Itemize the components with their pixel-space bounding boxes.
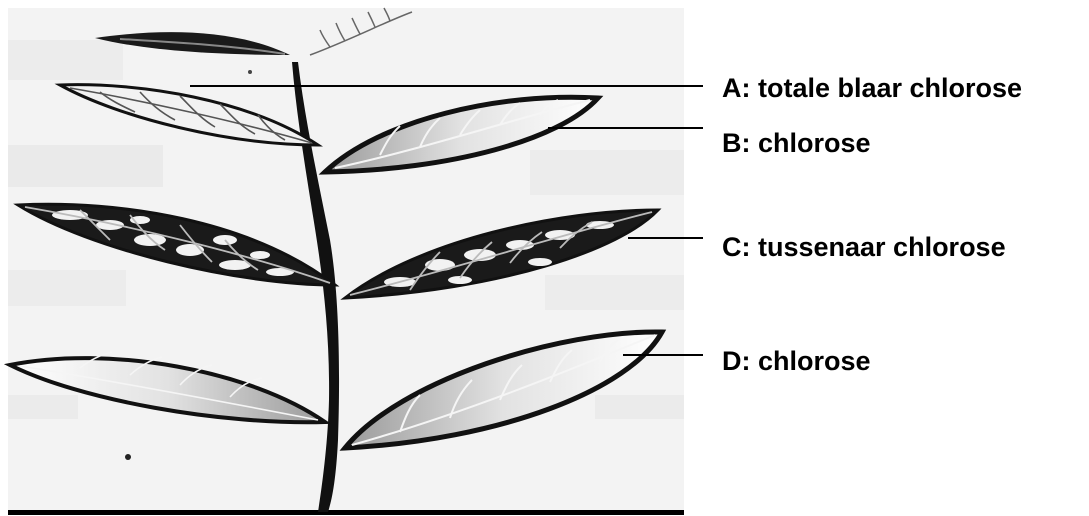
figure-patch xyxy=(8,145,163,187)
figure-patch xyxy=(545,275,684,310)
speck xyxy=(248,70,252,74)
figure-patch xyxy=(595,395,684,419)
label-b-chlorosis: B: chlorose xyxy=(722,130,871,157)
label-d-chlorosis: D: chlorose xyxy=(722,348,871,375)
label-a-total-leaf-chlorosis: A: totale blaar chlorose xyxy=(722,75,1022,102)
figure-background xyxy=(8,8,684,514)
label-c-interveinal-chlorosis: C: tussenaar chlorose xyxy=(722,234,1006,261)
speck xyxy=(125,454,131,460)
figure-patch xyxy=(8,270,126,306)
figure-patch xyxy=(8,395,78,419)
figure-patch xyxy=(530,150,684,195)
figure-patch xyxy=(8,40,123,80)
ground-line xyxy=(8,510,684,515)
